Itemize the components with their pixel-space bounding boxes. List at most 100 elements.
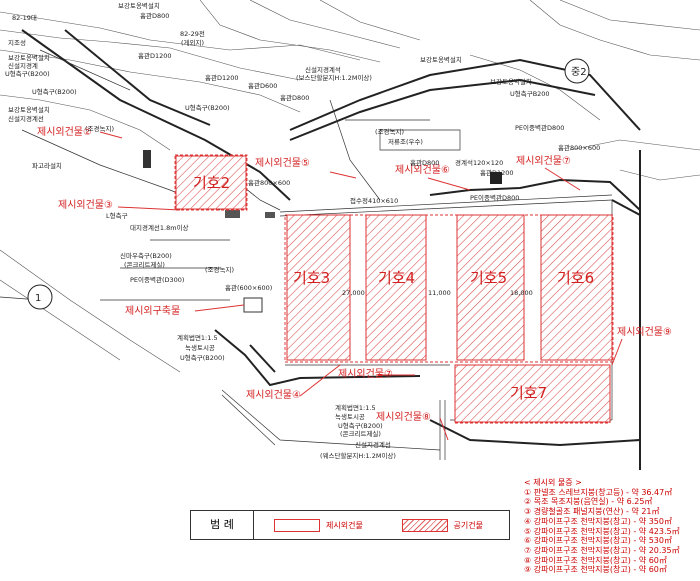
plan-label: 82-19대: [12, 14, 37, 22]
road-marker-label: 중2: [571, 66, 587, 78]
plan-label: (보스단할분지H:1.2M이상): [296, 73, 372, 82]
plan-label: L형측구: [106, 211, 128, 220]
callout-label: 제시외건물⑦: [338, 368, 393, 380]
legend-item-label: 제시외건물: [326, 520, 363, 530]
callout-label: 제시외건물⑧: [376, 411, 431, 423]
plan-label: (조경녹지): [375, 127, 404, 136]
building-6: [540, 214, 613, 361]
plan-label: 계획법면1:1.5: [177, 333, 218, 342]
buildings: [175, 155, 613, 423]
plan-label: 신설지경계선: [355, 440, 391, 449]
note-item: ⑦ 강파이프구조 천막지붕(창고) - 약 20.35㎡: [524, 545, 680, 555]
building-label: 기호4: [378, 269, 415, 287]
plan-label: 저류조(우수): [388, 137, 423, 146]
plan-label: 파고라설치: [32, 161, 62, 170]
note-item: ② 목조 목조지붕(음연실) - 약 6.25㎡: [524, 497, 653, 507]
legend-title: 범 례: [191, 511, 254, 539]
callout-label: 제시외건물②: [37, 126, 92, 138]
note-item: ⑥ 강파이프구조 천막지붕(창고) - 약 530㎡: [524, 536, 672, 546]
dimension-label: 27,000: [342, 289, 365, 297]
callout-label: 제시외건물⑥: [395, 164, 450, 176]
plan-label: 지조성: [8, 38, 26, 47]
plan-label: (조경녹지): [85, 124, 114, 133]
plan-label: 흄관D1200: [205, 73, 239, 82]
plan-label: 82-29전: [180, 29, 205, 38]
notes-list: < 제시외 물증 > ① 판넬조 스레브지붕(창고등) - 약 36.47㎡ ②…: [524, 478, 680, 575]
callout-label: 제시외건물⑤: [255, 157, 310, 169]
building-label: 기호7: [510, 384, 547, 402]
plan-label: 흄관800×600: [558, 143, 600, 152]
plan-label: 녹생토시공: [185, 343, 215, 352]
callout-label: 제시외건물③: [58, 199, 113, 211]
note-item: ① 판넬조 스레브지붕(창고등) - 약 36.47㎡: [524, 487, 673, 497]
note-item: ⑤ 강파이프구조 천막지붕(창고) - 약 423.5㎡: [524, 526, 680, 536]
plan-label: (조경녹지): [205, 265, 234, 274]
building-label: 기호3: [293, 269, 330, 287]
callout-label: 제시외건물⑨: [617, 326, 672, 338]
note-item: ⑨ 강파이프구조 천막지붕(창고) - 약 60㎡: [524, 565, 667, 575]
note-item: ③ 경량철골조 패널지붕(연산) - 약 21㎡: [524, 507, 660, 517]
plan-label: 보강토옹벽설치: [118, 1, 160, 10]
building-5: [456, 214, 525, 361]
callout-label: 제시외구축물: [125, 305, 180, 317]
plan-label: 신마우측구(B200): [120, 251, 172, 260]
legend-item-label: 공기건물: [453, 520, 483, 530]
note-item: ⑧ 강파이프구조 천막지붕(창고) - 약 60㎡: [524, 555, 667, 565]
plan-label: 대지경계선1.8m이상: [130, 223, 189, 232]
legend: 범 례 제시외건물 공기건물: [190, 510, 510, 540]
plan-label: PE이중벽관(D300): [130, 275, 184, 284]
plan-label: (콘크리트제실): [340, 429, 381, 438]
plan-label: U형측구(B200): [185, 103, 230, 112]
legend-swatch-plain: [274, 518, 320, 532]
plan-label: 접수정410×610: [350, 196, 398, 205]
plan-label: 흄관D600: [248, 81, 277, 90]
dimension-label: 18,000: [510, 289, 533, 297]
plan-label: 신설지경계선: [8, 114, 44, 123]
plan-label: 신설지경계석: [305, 65, 341, 74]
plan-label: 보강토옹벽설치: [8, 53, 50, 62]
building-4: [365, 214, 427, 361]
callout-label: 제시외건물④: [246, 389, 301, 401]
site-boundary: [21, 29, 641, 470]
building-2: [175, 155, 247, 210]
building-label: 기호5: [470, 269, 507, 287]
plan-label: 흄관D1200: [138, 51, 172, 60]
road-marker-label-2: 1: [35, 293, 41, 304]
structures: [143, 150, 502, 313]
plan-label: U형측구B200: [510, 89, 550, 98]
dimension-label: 11,000: [428, 289, 451, 297]
plan-label: 신설지경계: [8, 61, 38, 70]
plan-label: (콘크리트제실): [124, 260, 165, 269]
plan-label: 녹생토시공: [335, 412, 365, 421]
plan-label: U형측구(B200): [180, 353, 225, 362]
plan-label: U형측구(B200): [32, 87, 77, 96]
plan-label: PE이중벽관D800: [470, 193, 519, 202]
plan-label: 계획법면1:1.5: [335, 403, 376, 412]
road-markers: [27, 58, 590, 310]
callout-label: 제시외건물⑦: [516, 155, 571, 167]
plan-label: 흄관D800: [140, 11, 169, 20]
plan-label: 경계석120×120: [455, 158, 503, 167]
plan-label: U형측구(B200): [338, 421, 383, 430]
plan-label: 흄관(600×600): [225, 283, 272, 292]
plan-label: 보강토옹벽설치: [8, 105, 50, 114]
building-label: 기호6: [557, 269, 594, 287]
plan-label: 흄관800×600: [248, 178, 290, 187]
building-7: [454, 364, 611, 423]
notes-header: < 제시외 물증 >: [524, 478, 582, 487]
plan-label: 보강토옹벽설치: [490, 77, 532, 86]
plan-label: 흄관D800: [410, 158, 439, 167]
plan-label: (웨스단할분지H:1.2M이상): [320, 451, 396, 460]
legend-item-building: 공기건물: [382, 518, 510, 532]
building-3: [286, 214, 351, 361]
plan-label: 흄관D800: [280, 93, 309, 102]
building-label: 기호2: [193, 174, 230, 192]
plan-label: (게외지): [181, 38, 204, 47]
legend-item-unregistered: 제시외건물: [254, 518, 382, 532]
note-item: ④ 강파이프구조 천막지붕(창고) - 약 350㎡: [524, 516, 672, 526]
plan-label: 흄관D1200: [480, 168, 514, 177]
legend-swatch-hatch: [401, 518, 448, 532]
plan-label: PE이중벽관D800: [515, 123, 564, 132]
callout-arrows: [99, 131, 623, 441]
